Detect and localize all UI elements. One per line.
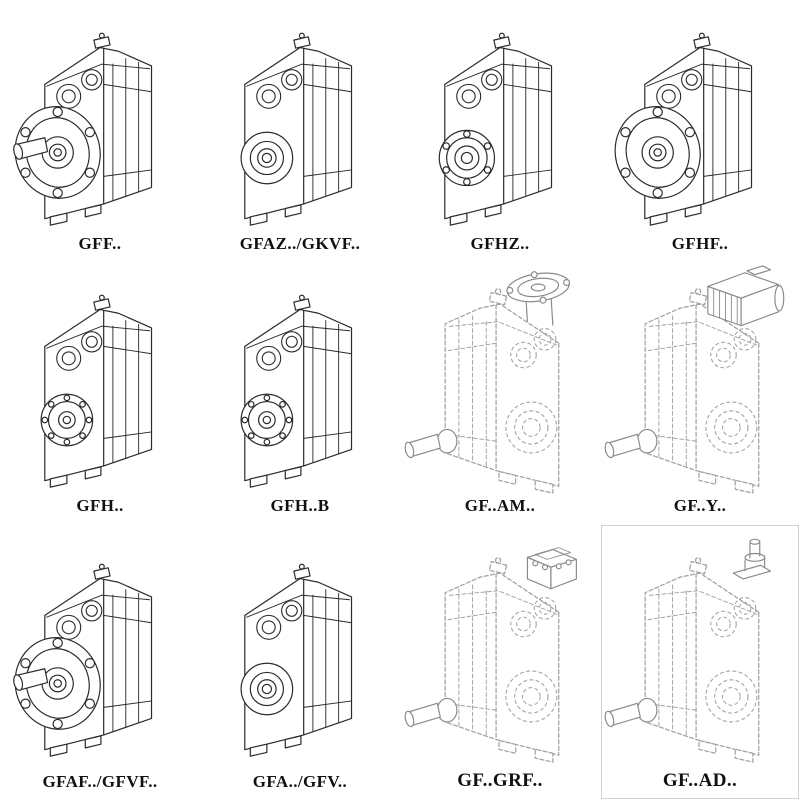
model-label: GFH..B (270, 496, 330, 515)
foot-mounted-gearbox-drawing (40, 294, 153, 488)
catalog-item: GFHF.. (600, 0, 800, 262)
catalog-item: GF..GRF.. (400, 524, 600, 800)
model-label: GFHF.. (671, 234, 729, 253)
foot-solid-shaft-gearbox-drawing (240, 563, 353, 757)
gearbox-drawing-adapter-housing (400, 524, 600, 770)
catalog-item: GFAF../GFVF.. (0, 524, 200, 800)
model-label: GF..AM.. (464, 496, 536, 515)
model-label: GF..GRF.. (457, 770, 543, 791)
catalog-item: GFF.. (0, 0, 200, 262)
model-label: GFAF../GFVF.. (42, 772, 158, 791)
gearbox-drawing-foot-mounted (0, 262, 200, 496)
foot-mounted-b-gearbox-drawing (240, 294, 353, 488)
catalog-item: GFA../GFV.. (200, 524, 400, 800)
gearbox-drawing-foot-mounted-b (200, 262, 400, 496)
model-label: GFF.. (78, 234, 122, 253)
phantom-gearbox-am-drawing (403, 271, 571, 494)
catalog-item: GF..AM.. (400, 262, 600, 524)
catalog-item: GFAZ../GKVF.. (200, 0, 400, 262)
catalog-item: GFH.. (0, 262, 200, 524)
phantom-gearbox-ad-drawing (603, 538, 772, 763)
gearbox-drawing-foot-solid-shaft (200, 524, 400, 772)
model-label: GFHZ.. (470, 234, 530, 253)
flange-hollow-gearbox-drawing (608, 32, 753, 226)
flange-solid-shaft-gearbox-drawing (8, 563, 153, 757)
gearbox-drawing-input-shaft (600, 524, 800, 770)
phantom-gearbox-motor-drawing (603, 265, 785, 494)
gearbox-drawing-input-flange-adapter (400, 261, 600, 496)
catalog-item: GFH..B (200, 262, 400, 524)
gearbox-drawing-flange-solid-shaft (0, 524, 200, 772)
model-label: GFH.. (76, 496, 124, 515)
model-label: GF..Y.. (673, 496, 727, 515)
flange-output-gearbox-drawing (8, 32, 153, 226)
gearbox-drawing-hollow-shaft (400, 0, 600, 234)
model-label: GFAZ../GKVF.. (239, 234, 361, 253)
gearbox-drawing-flange-output (0, 0, 200, 234)
catalog-item: GF..Y.. (600, 262, 800, 524)
hollow-shaft-gearbox-drawing (438, 32, 553, 226)
model-label: GF..AD.. (662, 770, 738, 791)
catalog-item: GFHZ.. (400, 0, 600, 262)
hollow-bore-gearbox-drawing (240, 32, 353, 226)
gearbox-drawing-flange-hollow (600, 0, 800, 234)
gearbox-drawing-hollow-bore (200, 0, 400, 234)
model-label: GFA../GFV.. (252, 772, 348, 791)
catalog-item: GF..AD.. (600, 524, 800, 800)
gearbox-drawing-with-motor (600, 261, 800, 496)
phantom-gearbox-grf-drawing (403, 546, 577, 763)
